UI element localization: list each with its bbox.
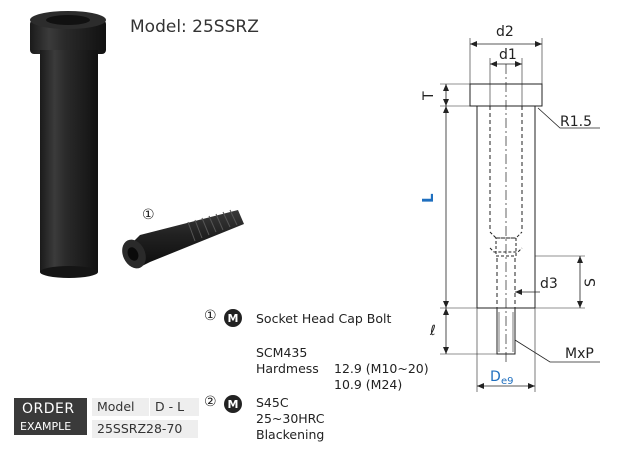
part2-finish: Blackening	[256, 427, 325, 442]
part2-hardness: 25~30HRC	[256, 411, 325, 426]
part2-badge: M	[224, 395, 242, 413]
bolt-marker: ①	[142, 207, 155, 223]
part1-badge: M	[224, 309, 242, 327]
product-render	[30, 11, 244, 278]
label-d: D	[490, 369, 501, 385]
label-t: T	[421, 91, 437, 101]
order-header-model: Model	[92, 398, 149, 416]
label-mxp: MxP	[565, 346, 594, 362]
label-r: R1.5	[560, 114, 592, 130]
label-d1: d1	[499, 47, 517, 63]
label-s: S	[583, 278, 599, 287]
technical-drawing: d2 d1 T R1.5 L d3 S ℓ MxP D e9	[419, 24, 600, 392]
label-l: L	[419, 193, 437, 203]
part2-marker: ②	[204, 394, 217, 410]
label-d3: d3	[540, 276, 558, 292]
part1-hardness-label: Hardmess	[256, 361, 319, 376]
label-ell: ℓ	[429, 323, 436, 339]
order-subtitle: EXAMPLE	[20, 420, 72, 433]
bolt-image	[122, 209, 244, 269]
model-title: Model: 25SSRZ	[130, 17, 259, 37]
order-title: ORDER	[22, 401, 75, 417]
order-example-label: ORDER EXAMPLE	[14, 398, 87, 435]
label-d-sub: e9	[501, 376, 514, 387]
part2-material: S45C	[256, 395, 289, 410]
part1-material: SCM435	[256, 345, 308, 360]
part1-marker: ①	[204, 308, 217, 324]
part1-name: Socket Head Cap Bolt	[256, 311, 392, 326]
part1-hardness-1: 12.9 (M10~20)	[334, 361, 429, 376]
label-d2: d2	[496, 24, 514, 40]
order-header-dims: D - L	[150, 398, 199, 416]
order-example-value: 25SSRZ28-70	[92, 420, 198, 438]
part1-hardness-2: 10.9 (M24)	[334, 377, 403, 392]
sleeve-image	[30, 11, 106, 278]
